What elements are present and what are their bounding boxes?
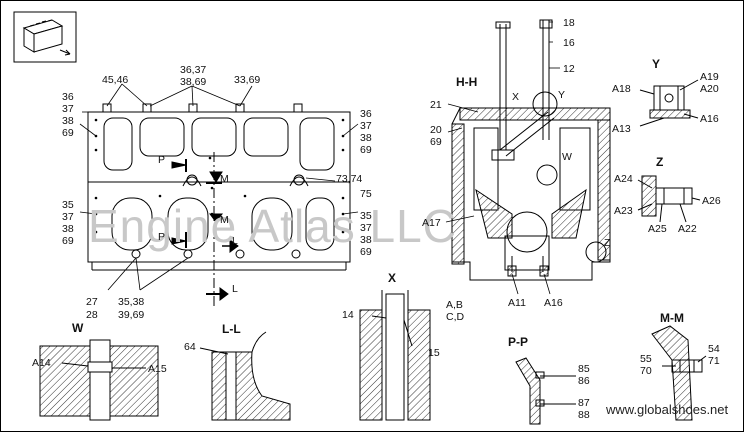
label-85: 85 [578,363,590,375]
label-right-37: 37 [360,120,372,132]
label-a22: A22 [678,223,697,235]
label-left-38b: 38 [62,223,74,235]
label-a23: A23 [614,205,633,217]
label-a11: A11 [508,297,526,309]
label-35-38: 35,38 [118,296,144,308]
marker-m-upper: M [220,173,229,185]
detail-w [39,339,159,421]
label-71: 71 [708,355,720,367]
title-l-l: L-L [222,322,241,336]
label-a16-hh: A16 [544,297,563,309]
detail-x [359,290,431,421]
label-18: 18 [563,17,575,29]
label-12: 12 [563,63,575,75]
label-a19: A19 [700,71,719,83]
label-right-38: 38 [360,132,372,144]
label-left-37: 37 [62,103,74,115]
label-45-46: 45,46 [102,74,128,86]
label-21: 21 [430,99,442,111]
title-x: X [388,271,396,285]
label-55: 55 [640,353,652,365]
label-20: 20 [430,124,442,136]
label-left-37b: 37 [62,211,74,223]
label-left-36: 36 [62,91,74,103]
label-a14: A14 [32,357,51,369]
block-side-view [87,103,351,306]
label-w-detail: W [562,151,572,163]
label-87: 87 [578,397,590,409]
watermark-text: Engine Atlas LLC [88,200,457,252]
detail-y [639,79,699,127]
label-a17: A17 [422,217,441,229]
label-a15: A15 [148,363,167,375]
label-right-69: 69 [360,144,372,156]
label-right-37b: 37 [360,222,372,234]
label-left-69b: 69 [62,235,74,247]
label-14: 14 [342,309,354,321]
website-url: www.globalshoes.net [605,402,729,417]
label-a24: A24 [614,173,633,185]
label-16: 16 [563,37,575,49]
label-a20: A20 [700,83,719,95]
marker-l-upper: L [232,235,238,247]
label-54: 54 [708,343,720,355]
detail-l-l [199,331,291,421]
label-28: 28 [86,309,98,321]
detail-z [637,175,701,223]
label-33-69: 33,69 [234,74,260,86]
detail-m-m [651,325,707,421]
label-left-35: 35 [62,199,74,211]
label-15: 15 [428,347,440,359]
label-right-35: 35 [360,210,372,222]
label-64: 64 [184,341,196,353]
label-27: 27 [86,296,98,308]
label-right-38b: 38 [360,234,372,246]
thumbnail-engine-icon [13,11,77,63]
title-m-m: M-M [660,311,684,325]
label-86: 86 [578,375,590,387]
label-x-detail: X [512,91,519,103]
label-39-69: 39,69 [118,309,144,321]
label-a16-y: A16 [700,113,719,125]
marker-l-lower: L [232,283,238,295]
label-a26: A26 [702,195,721,207]
label-a25: A25 [648,223,667,235]
block-leader-lines [79,83,359,291]
title-h-h: H-H [456,75,477,89]
label-a-b: A,B [446,299,463,311]
marker-p-upper: P [158,154,165,166]
label-left-38: 38 [62,115,74,127]
title-p-p: P-P [508,335,528,349]
label-88: 88 [578,409,590,421]
title-w: W [72,321,84,335]
label-y-detail: Y [558,89,565,101]
label-75: 75 [360,188,372,200]
title-y: Y [652,57,660,71]
label-a13: A13 [612,123,631,135]
label-a18: A18 [612,83,631,95]
marker-p-lower: P [158,231,165,243]
label-73-74: 73,74 [336,173,362,185]
hh-leader-lines [445,21,560,295]
label-right-69b: 69 [360,246,372,258]
label-c-d: C,D [446,311,465,323]
label-38-69: 38,69 [180,76,206,88]
marker-m-lower: M [220,214,229,226]
detail-p-p [515,357,576,425]
section-h-h [451,19,611,281]
label-left-69: 69 [62,127,74,139]
label-70: 70 [640,365,652,377]
label-right-36: 36 [360,108,372,120]
title-z: Z [656,155,663,169]
label-36-37: 36,37 [180,64,206,76]
label-z-detail: Z [604,237,611,249]
label-69-hh: 69 [430,136,442,148]
